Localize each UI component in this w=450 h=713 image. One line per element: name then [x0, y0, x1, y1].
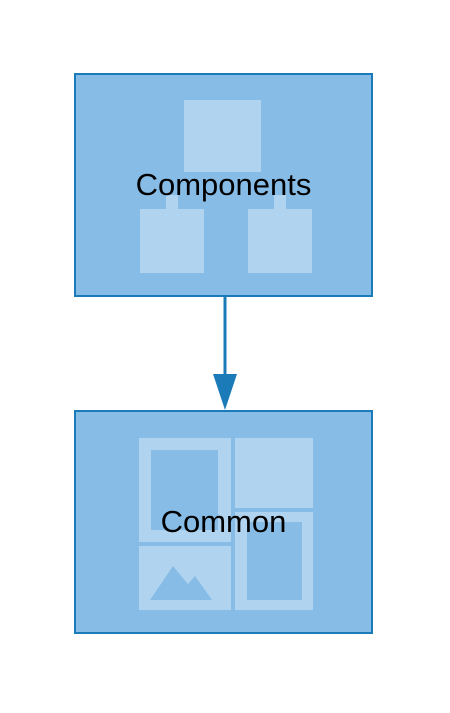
common-node[interactable]: Common [74, 410, 373, 634]
layout-grid-icon [139, 438, 313, 610]
components-label: Components [135, 167, 312, 202]
components-node[interactable]: Components [74, 73, 373, 297]
common-label: Common [160, 504, 287, 539]
hierarchy-icon [140, 100, 312, 273]
